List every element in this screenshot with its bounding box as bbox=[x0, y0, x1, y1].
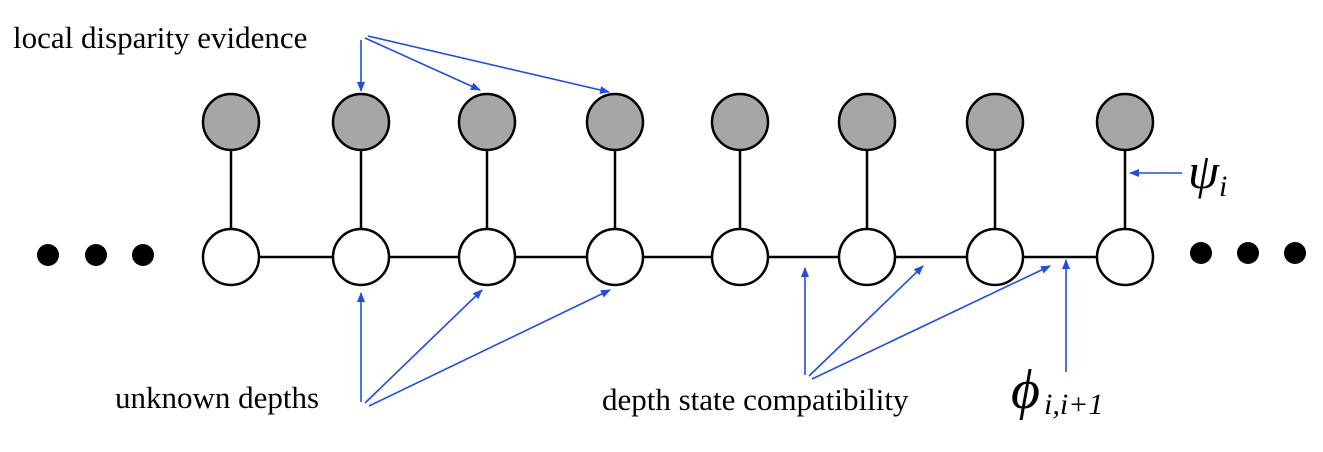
hidden-node bbox=[585, 227, 645, 287]
compat-label: depth state compatibility bbox=[602, 382, 909, 417]
psi-symbol: ψ bbox=[1188, 143, 1220, 199]
compat-arrow bbox=[808, 265, 924, 377]
phi-symbol: ϕ bbox=[1011, 359, 1040, 421]
observed-node bbox=[585, 92, 645, 152]
hidden-node bbox=[965, 227, 1025, 287]
ellipsis-dot bbox=[85, 244, 107, 266]
evidence-label: local disparity evidence bbox=[13, 20, 307, 55]
observed-node bbox=[1095, 92, 1155, 152]
left-ellipsis bbox=[37, 244, 154, 266]
hidden-node bbox=[1095, 227, 1155, 287]
observed-nodes bbox=[201, 92, 1155, 152]
right-ellipsis bbox=[1190, 242, 1306, 264]
ellipsis-dot bbox=[1284, 242, 1306, 264]
observed-node bbox=[837, 92, 897, 152]
observed-node bbox=[331, 92, 391, 152]
hidden-nodes bbox=[201, 227, 1155, 287]
ellipsis-dot bbox=[1190, 242, 1212, 264]
observed-node bbox=[710, 92, 770, 152]
unknown-arrow bbox=[368, 289, 611, 407]
observed-node bbox=[457, 92, 517, 152]
annotation-arrows bbox=[357, 35, 1182, 407]
ellipsis-dot bbox=[1237, 242, 1259, 264]
hidden-node bbox=[331, 227, 391, 287]
unknown-arrow bbox=[364, 289, 483, 404]
unknown-depths-label: unknown depths bbox=[115, 380, 319, 415]
observed-node bbox=[201, 92, 261, 152]
psi-subscript: i bbox=[1219, 170, 1227, 203]
hidden-node bbox=[457, 227, 517, 287]
phi-subscript: i,i+1 bbox=[1044, 388, 1103, 421]
ellipsis-dot bbox=[132, 244, 154, 266]
compat-arrow bbox=[811, 265, 1051, 380]
ellipsis-dot bbox=[37, 244, 59, 266]
evidence-arrow bbox=[364, 37, 481, 91]
hidden-node bbox=[837, 227, 897, 287]
hidden-node bbox=[201, 227, 261, 287]
evidence-arrow bbox=[367, 35, 610, 94]
hidden-node bbox=[710, 227, 770, 287]
observed-node bbox=[965, 92, 1025, 152]
